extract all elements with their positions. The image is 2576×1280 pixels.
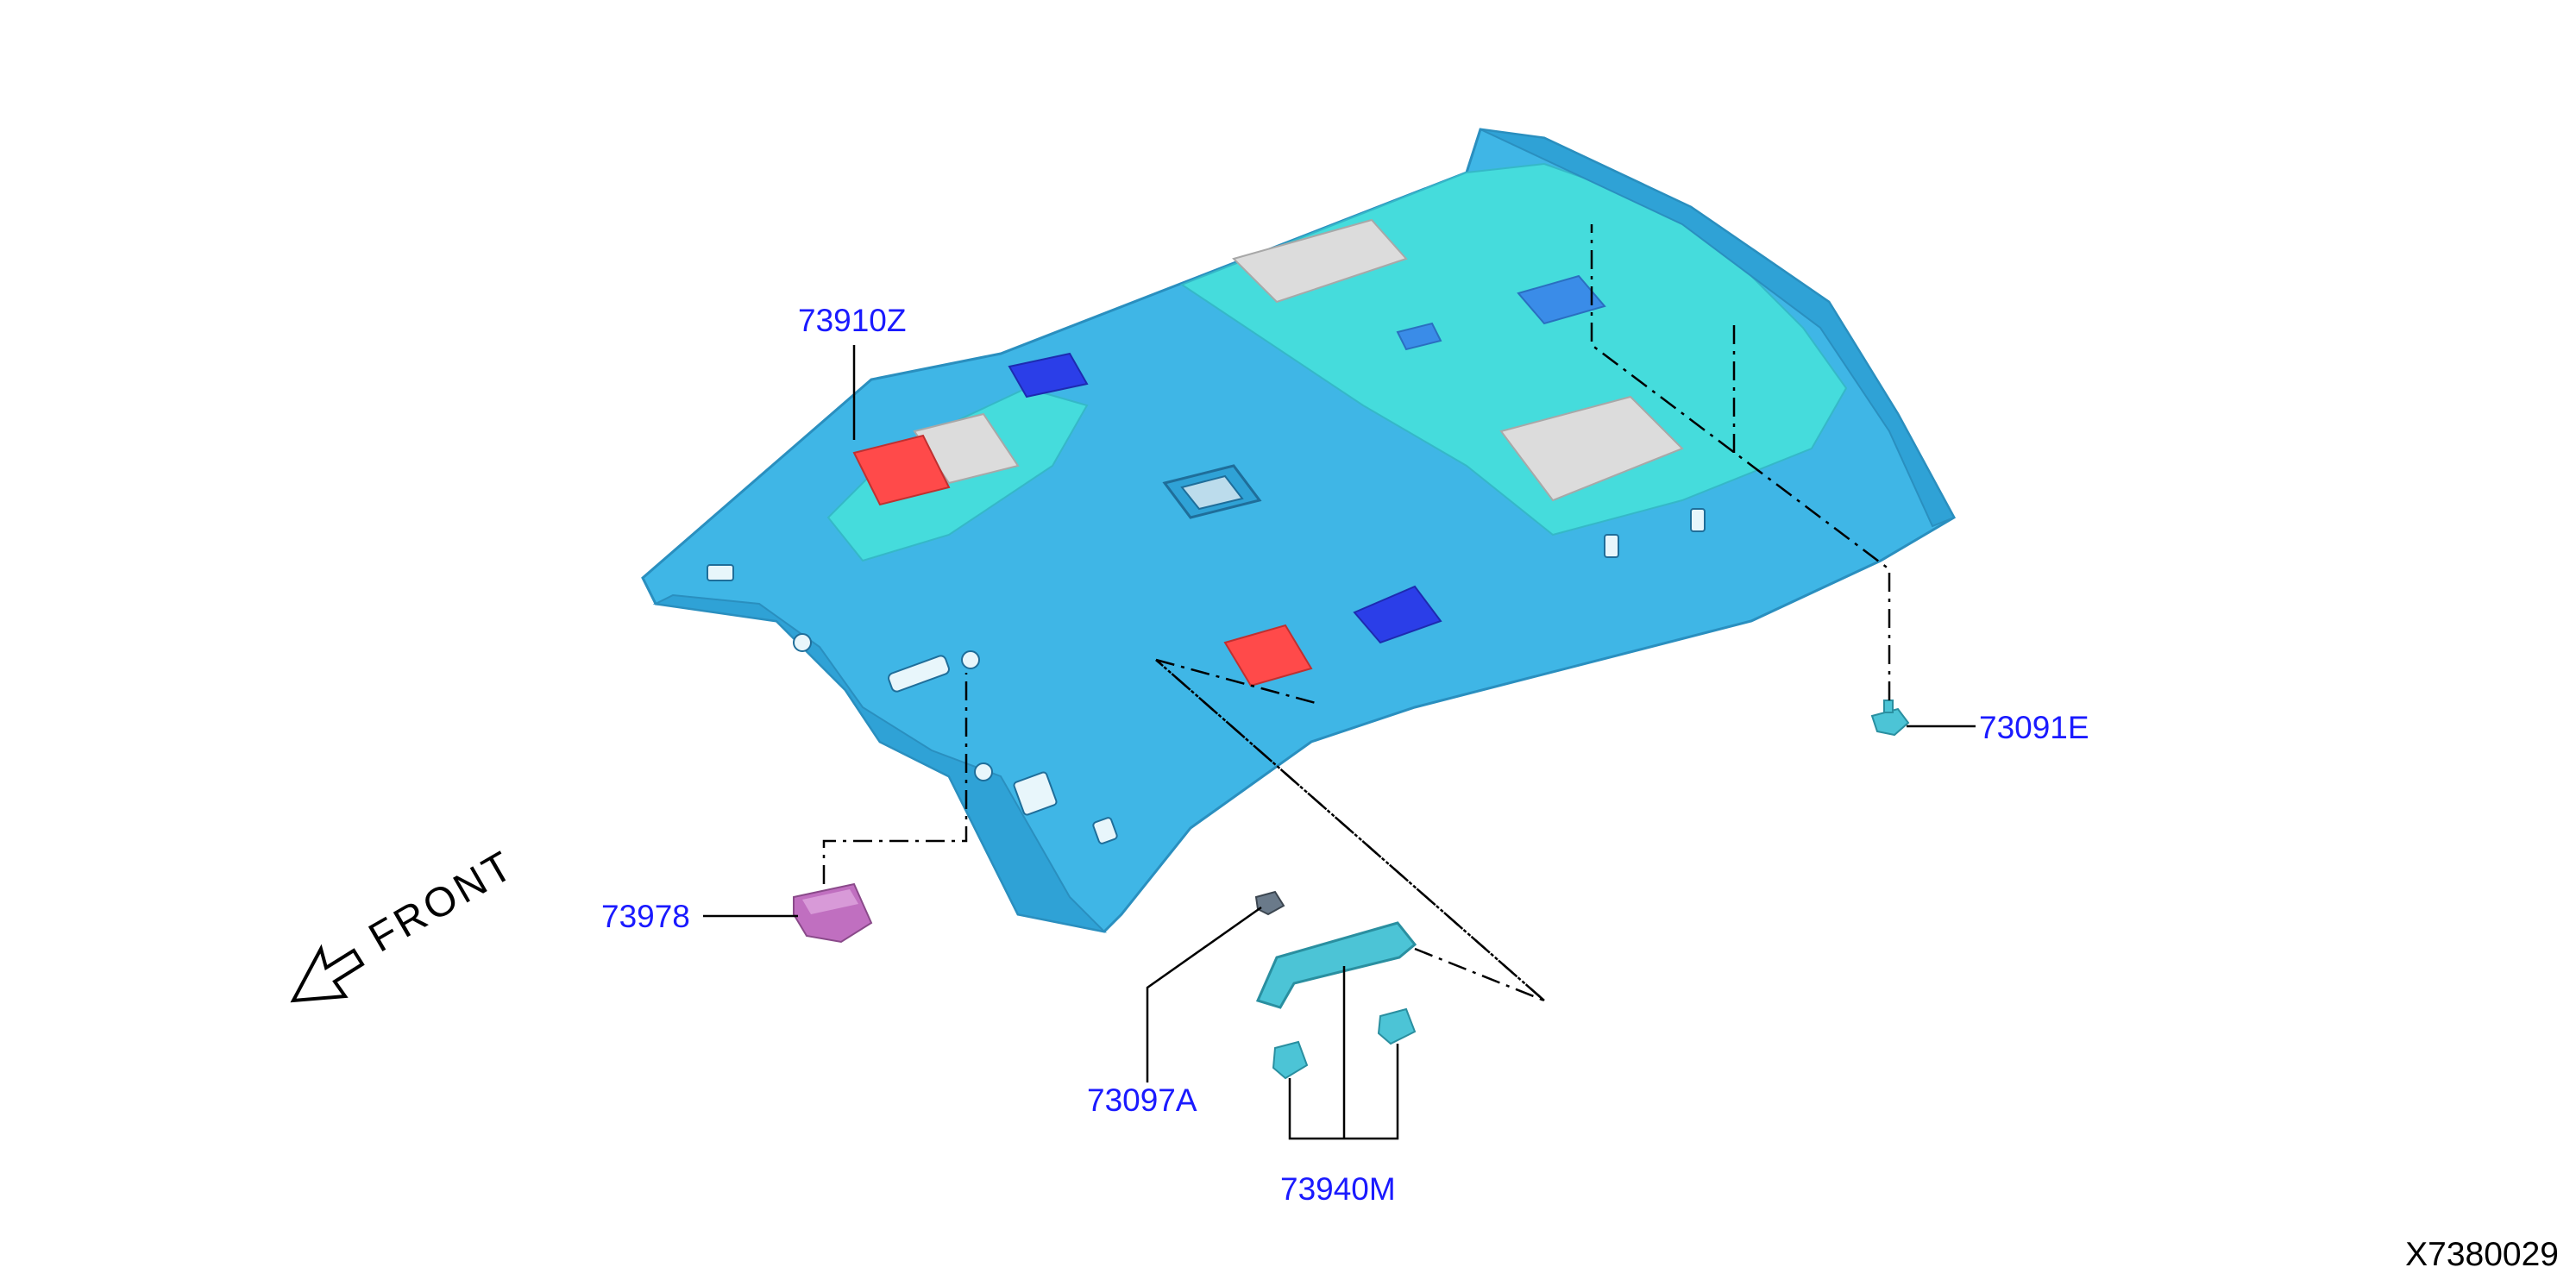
blue-pad-rear [1517, 274, 1606, 325]
front-arrow-icon [290, 944, 365, 1003]
red-pad-front [852, 434, 951, 506]
red-pad-center [1223, 624, 1313, 687]
lamp-opening-inner [1180, 474, 1244, 511]
grip-clip-right [1377, 1007, 1417, 1045]
diagram-id: X7380029 [2405, 1236, 2559, 1273]
leader-lines [703, 345, 1976, 1140]
visor-slot-3 [1092, 817, 1118, 844]
headliner-front-edge [652, 593, 1108, 933]
lamp-illustration[interactable] [793, 882, 873, 944]
part-label-73978[interactable]: 73978 [601, 899, 690, 934]
grip-handle [1255, 921, 1417, 1009]
blue-pad-center [1353, 585, 1442, 644]
assist-grip-illustration[interactable] [1254, 890, 1417, 1080]
blue-pad-front [1008, 352, 1089, 398]
headliner-rear-edge [1480, 129, 1956, 528]
grey-pad-rear-left [1232, 218, 1408, 304]
phantom-grip-3 [1155, 658, 1316, 705]
visor-slot-2 [1013, 771, 1058, 816]
grey-pad-rear-right [1499, 395, 1684, 502]
phantom-lamp [822, 673, 968, 884]
lamp-body [793, 882, 873, 944]
visor-slot-1 [888, 655, 950, 693]
headliner-illustration [641, 128, 1957, 933]
phantom-clip [1590, 224, 1891, 700]
grip-clip-left [1272, 1040, 1309, 1080]
grip-bracket [1254, 890, 1285, 916]
blue-pad-rear-small [1396, 322, 1442, 351]
front-slot-1 [707, 564, 734, 581]
clip-stem [1883, 700, 1894, 713]
clip-hole-3 [974, 762, 993, 781]
side-slot-2 [1690, 508, 1706, 532]
front-direction-indicator: FRONT [290, 842, 523, 1003]
clip-illustration[interactable] [1870, 700, 1910, 737]
part-label-73097A[interactable]: 73097A [1087, 1082, 1197, 1118]
phantom-grip-2 [1155, 659, 1545, 1001]
part-label-73091E[interactable]: 73091E [1979, 710, 2089, 745]
clip-hole-1 [793, 633, 812, 652]
part-label-73940M[interactable]: 73940M [1280, 1171, 1396, 1207]
front-label: FRONT [361, 842, 523, 962]
side-slot-1 [1604, 534, 1619, 558]
clip-hole-2 [961, 650, 980, 669]
part-label-73910Z[interactable]: 73910Z [798, 303, 907, 338]
leader-73097A [1146, 906, 1262, 1082]
lamp-highlight [802, 889, 858, 914]
phantom-lines [822, 224, 1891, 1002]
